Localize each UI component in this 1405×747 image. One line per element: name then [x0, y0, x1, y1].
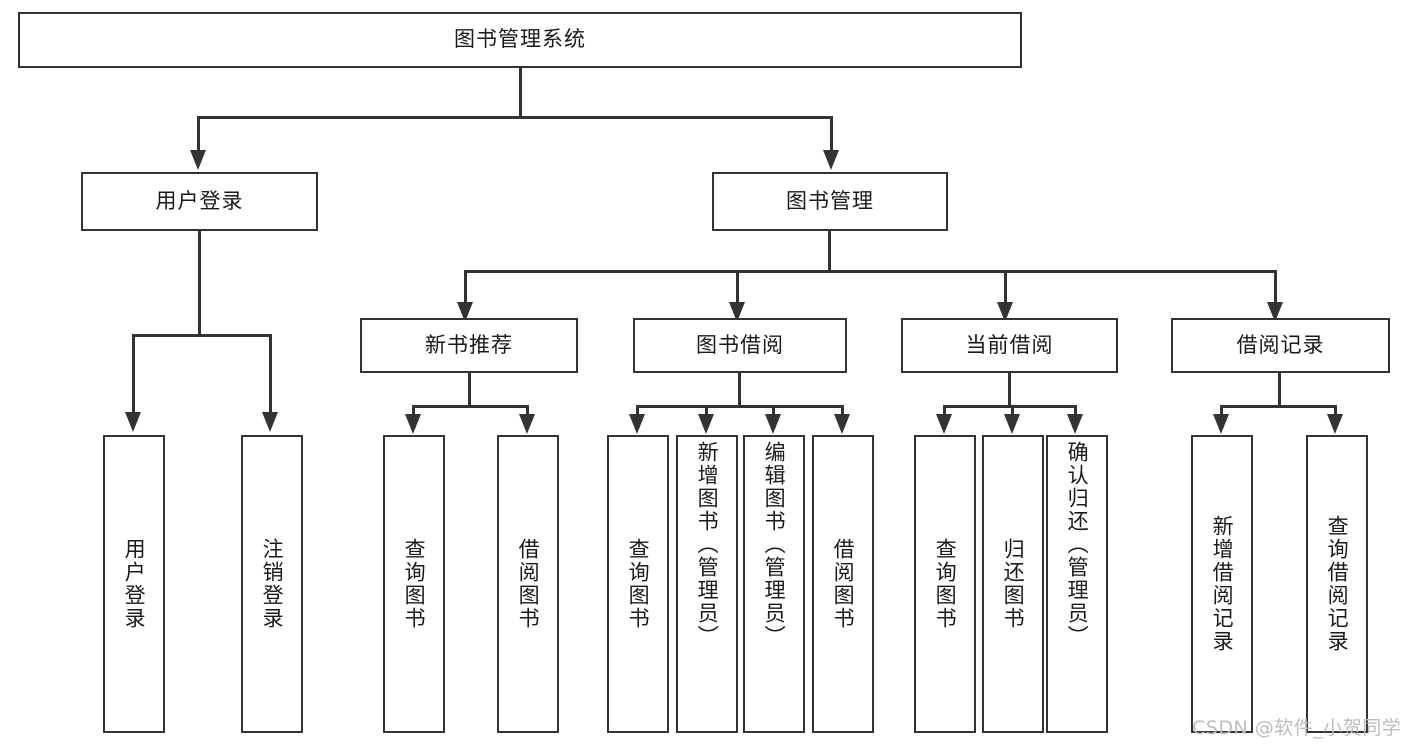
leaf-current-borrow-confirm-return[interactable]: 确认归还（管理员） [1046, 435, 1108, 733]
edge-borrow-record-stem [1278, 373, 1281, 408]
edge-book-mgmt-stem [828, 231, 831, 273]
node-book-management-label: 图书管理 [786, 188, 874, 213]
edge-new-book-drop-1 [412, 405, 415, 417]
node-root-system-label: 图书管理系统 [454, 27, 586, 52]
edge-root-bus [197, 116, 833, 119]
arrow-new-book-leaf-2 [519, 414, 535, 434]
edge-root-to-user-login [197, 116, 200, 152]
arrow-book-mgmt-to-borrow-record [1267, 302, 1283, 322]
arrow-book-mgmt-to-book-borrow [729, 302, 745, 322]
leaf-new-book-borrow-label: 借阅图书 [516, 538, 541, 630]
arrow-borrow-record-leaf-2 [1327, 414, 1343, 434]
edge-book-borrow-drop-1 [636, 405, 639, 417]
edge-user-login-drop-2 [269, 334, 272, 414]
node-current-borrow[interactable]: 当前借阅 [901, 318, 1118, 373]
edge-book-mgmt-drop-4 [1274, 270, 1277, 304]
node-user-login[interactable]: 用户登录 [81, 172, 318, 231]
leaf-book-borrow-edit[interactable]: 编辑图书（管理员） [743, 435, 805, 733]
leaf-current-borrow-confirm-return-label: 确认归还（管理员） [1065, 441, 1090, 648]
leaf-book-borrow-add[interactable]: 新增图书（管理员） [676, 435, 738, 733]
node-book-borrow[interactable]: 图书借阅 [633, 318, 847, 373]
arrow-user-login-leaf-2 [262, 412, 278, 432]
arrow-root-to-book-mgmt [823, 150, 839, 170]
node-borrow-record[interactable]: 借阅记录 [1171, 318, 1390, 373]
leaf-user-login-logout-label: 注销登录 [260, 538, 285, 630]
edge-book-mgmt-drop-3 [1004, 270, 1007, 304]
edge-current-borrow-bus [943, 405, 1076, 408]
leaf-user-login-login-label: 用户登录 [122, 538, 147, 630]
arrow-current-borrow-leaf-1 [936, 414, 952, 434]
node-root-system[interactable]: 图书管理系统 [18, 12, 1022, 68]
node-new-book-recommend-label: 新书推荐 [425, 332, 513, 357]
leaf-user-login-login[interactable]: 用户登录 [103, 435, 165, 733]
node-current-borrow-label: 当前借阅 [965, 332, 1054, 357]
leaf-borrow-record-query[interactable]: 查询借阅记录 [1306, 435, 1368, 733]
edge-borrow-record-bus [1220, 405, 1337, 408]
leaf-borrow-record-add-label: 新增借阅记录 [1210, 515, 1235, 653]
edge-root-stem [519, 68, 522, 118]
edge-current-borrow-drop-2 [1011, 405, 1014, 417]
arrow-book-borrow-leaf-3 [765, 414, 781, 434]
leaf-new-book-borrow[interactable]: 借阅图书 [497, 435, 559, 733]
edge-book-borrow-stem [738, 373, 741, 408]
edge-root-to-book-mgmt [830, 116, 833, 152]
edge-book-mgmt-drop-1 [464, 270, 467, 304]
edge-book-borrow-bus [636, 405, 844, 408]
leaf-current-borrow-query-label: 查询图书 [933, 538, 958, 630]
edge-new-book-stem [468, 373, 471, 408]
leaf-borrow-record-add[interactable]: 新增借阅记录 [1191, 435, 1253, 733]
leaf-book-borrow-query-label: 查询图书 [626, 538, 651, 630]
arrow-book-borrow-leaf-4 [834, 414, 850, 434]
node-new-book-recommend[interactable]: 新书推荐 [360, 318, 578, 373]
edge-book-borrow-drop-3 [772, 405, 775, 417]
leaf-current-borrow-return[interactable]: 归还图书 [982, 435, 1044, 733]
leaf-current-borrow-return-label: 归还图书 [1001, 538, 1026, 630]
leaf-book-borrow-borrow-label: 借阅图书 [831, 538, 856, 630]
edge-user-login-bus [132, 334, 272, 337]
edge-borrow-record-drop-2 [1334, 405, 1337, 417]
node-borrow-record-label: 借阅记录 [1236, 332, 1325, 357]
edge-current-borrow-drop-3 [1074, 405, 1077, 417]
edge-user-login-stem [198, 231, 201, 337]
node-book-management[interactable]: 图书管理 [712, 172, 948, 231]
leaf-book-borrow-add-label: 新增图书（管理员） [695, 441, 720, 648]
leaf-book-borrow-borrow[interactable]: 借阅图书 [812, 435, 874, 733]
edge-current-borrow-drop-1 [943, 405, 946, 417]
edge-current-borrow-stem [1008, 373, 1011, 408]
edge-new-book-bus [412, 405, 529, 408]
leaf-user-login-logout[interactable]: 注销登录 [241, 435, 303, 733]
arrow-book-mgmt-to-new-book [457, 302, 473, 322]
edge-book-mgmt-bus [464, 270, 1277, 273]
leaf-current-borrow-query[interactable]: 查询图书 [914, 435, 976, 733]
edge-book-borrow-drop-2 [705, 405, 708, 417]
arrow-current-borrow-leaf-2 [1004, 414, 1020, 434]
arrow-root-to-user-login [190, 150, 206, 170]
leaf-new-book-query[interactable]: 查询图书 [383, 435, 445, 733]
arrow-book-borrow-leaf-1 [629, 414, 645, 434]
leaf-borrow-record-query-label: 查询借阅记录 [1325, 515, 1350, 653]
arrow-book-borrow-leaf-2 [698, 414, 714, 434]
node-user-login-label: 用户登录 [155, 188, 244, 213]
leaf-new-book-query-label: 查询图书 [402, 538, 427, 630]
edge-book-borrow-drop-4 [841, 405, 844, 417]
edge-book-mgmt-drop-2 [736, 270, 739, 304]
arrow-borrow-record-leaf-1 [1213, 414, 1229, 434]
arrow-current-borrow-leaf-3 [1067, 414, 1083, 434]
leaf-book-borrow-edit-label: 编辑图书（管理员） [762, 441, 787, 648]
arrow-new-book-leaf-1 [405, 414, 421, 434]
node-book-borrow-label: 图书借阅 [696, 332, 784, 357]
edge-new-book-drop-2 [526, 405, 529, 417]
csdn-watermark: CSDN @软件_小贺同学 [1192, 717, 1402, 739]
leaf-book-borrow-query[interactable]: 查询图书 [607, 435, 669, 733]
arrow-book-mgmt-to-current-borrow [997, 302, 1013, 322]
edge-borrow-record-drop-1 [1220, 405, 1223, 417]
arrow-user-login-leaf-1 [125, 412, 141, 432]
edge-user-login-drop-1 [132, 334, 135, 414]
